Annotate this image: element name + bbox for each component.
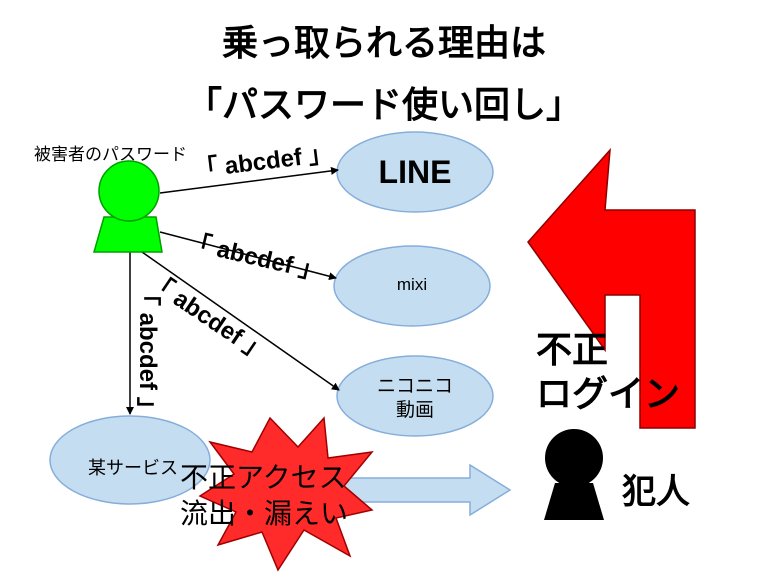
password-label-some-service: 「 abcdef 」 [134,282,161,421]
illegal-login-arrow [527,147,696,429]
line-service-label: LINE [378,154,452,190]
criminal-head [545,429,603,487]
illegal-login-text-line-2: ログイン [536,374,681,415]
explosion-burst [198,416,374,572]
arrow-to-mixi [159,231,337,281]
illegal-login-text-line-1: 不正 [536,330,609,371]
mixi-service-label: mixi [396,275,428,294]
nicovideo-label-line-1: ニコニコ [376,375,453,397]
title-line-1: 乗っ取られる理由は [221,23,546,64]
criminal-body [544,483,604,520]
arrow-to-line [159,166,339,194]
criminal-figure [544,429,604,520]
nicovideo-label-line-2: 動画 [395,399,434,421]
mixi-service-ellipse [333,245,491,327]
victim-figure [93,160,163,253]
nicovideo-service-ellipse [336,355,494,437]
some-service-label: 某サービス [88,458,178,479]
criminal-label: 犯人 [622,472,690,512]
victim-caption: 被害者のパスワード [34,145,187,165]
arrow-to-nicovideo [141,251,340,391]
unauthorized-access-text: 不正アクセス [180,461,347,494]
victim-body [93,216,163,253]
some-service-ellipse [49,415,211,505]
title-line-2: 「パスワード使い回し」 [185,85,582,126]
victim-head [98,160,160,222]
leak-text: 流出・漏えい [180,497,349,530]
